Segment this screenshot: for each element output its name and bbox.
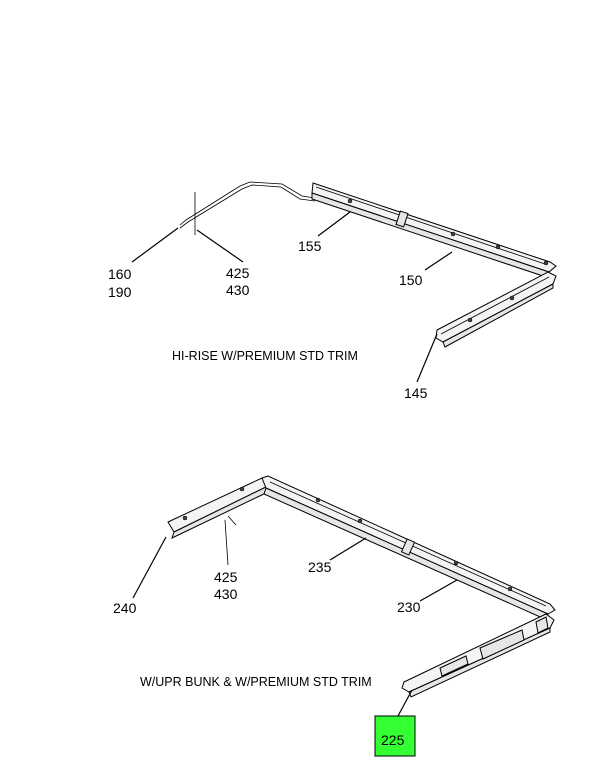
bottom-assembly: 240 425 430 235 230 225 W/UPR BUNK & W/P…: [113, 475, 556, 757]
callout-160[interactable]: 160: [108, 266, 132, 282]
callout-155[interactable]: 155: [298, 238, 322, 254]
callout-145[interactable]: 145: [404, 385, 428, 401]
callout-225-highlight[interactable]: [374, 715, 416, 757]
part-240-rail[interactable]: [167, 477, 269, 533]
part-160-bracket[interactable]: [179, 181, 316, 226]
part-225-rail[interactable]: [401, 613, 555, 693]
caption-upr-bunk: W/UPR BUNK & W/PREMIUM STD TRIM: [140, 675, 372, 689]
callout-425[interactable]: 425: [226, 265, 250, 281]
callout-425-bottom[interactable]: 425: [214, 569, 238, 585]
callout-235[interactable]: 235: [308, 559, 332, 575]
part-155-rail[interactable]: [311, 182, 557, 273]
callout-190[interactable]: 190: [108, 284, 132, 300]
callout-240[interactable]: 240: [113, 600, 137, 616]
callout-225[interactable]: 225: [381, 732, 405, 748]
top-assembly: 160 190 425 430 155 150 145 HI-RISE W/PR…: [108, 181, 557, 401]
callout-430[interactable]: 430: [226, 282, 250, 298]
caption-hi-rise: HI-RISE W/PREMIUM STD TRIM: [172, 349, 358, 363]
callout-430-bottom[interactable]: 430: [214, 586, 238, 602]
callout-150[interactable]: 150: [399, 272, 423, 288]
callout-230[interactable]: 230: [397, 599, 421, 615]
